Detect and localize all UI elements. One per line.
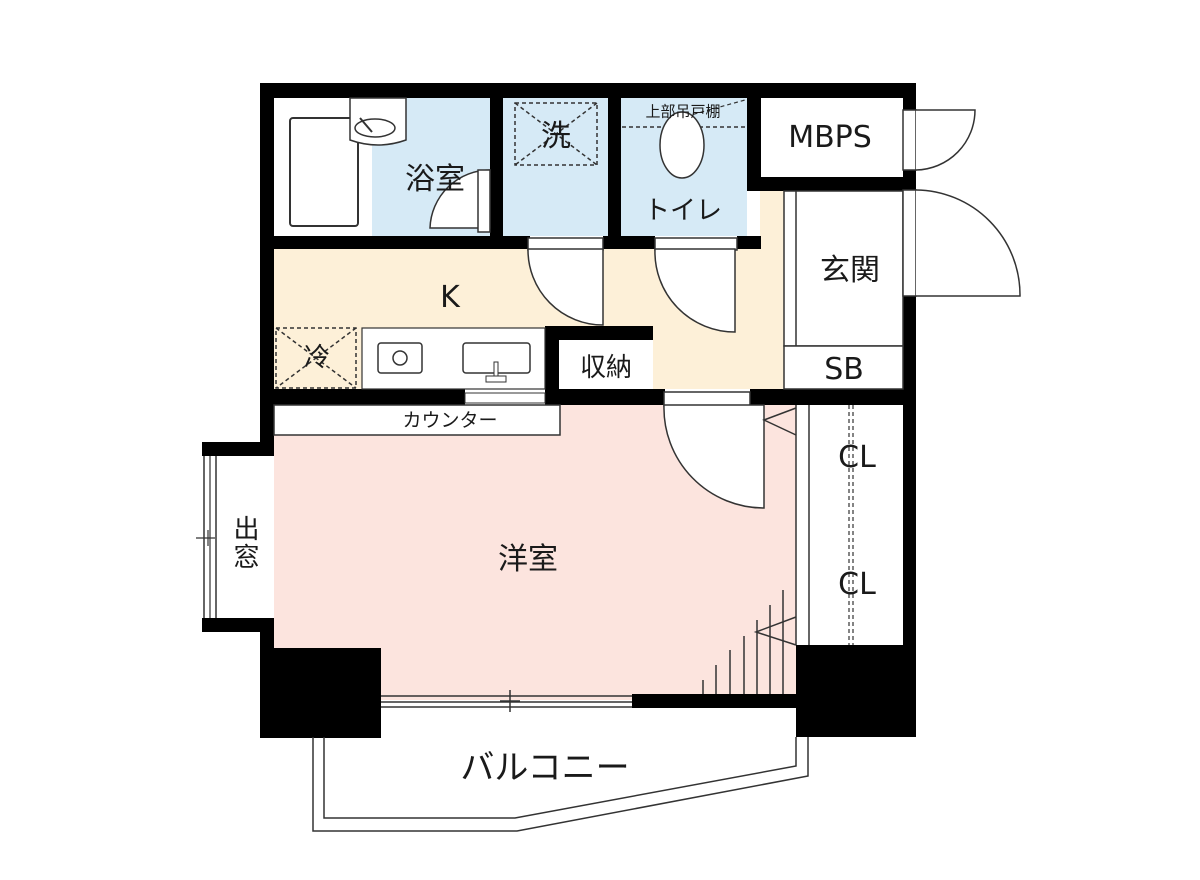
counter-bar [273, 404, 561, 436]
basin-icon [349, 97, 407, 146]
label-counter: カウンター [402, 409, 498, 432]
hatching-lines [702, 590, 784, 694]
room-label-washer: 洗 [541, 119, 571, 154]
fridge-space-icon [275, 327, 357, 389]
stove-icon [377, 342, 423, 374]
room-label-kitchen: K [440, 280, 460, 315]
washer-door-icon [527, 237, 604, 326]
room-label-closet-2: CL [838, 567, 876, 602]
washer-space-icon [514, 102, 598, 166]
closet-area [809, 405, 903, 645]
balcony-window-icon [381, 690, 632, 712]
toilet-door-icon [654, 237, 738, 333]
bay-window-area [216, 456, 274, 618]
walls [202, 83, 916, 738]
shoe-box-area [783, 345, 904, 390]
balcony-outline [312, 737, 809, 832]
room-label-western-room: 洋室 [498, 542, 558, 577]
washer-area [503, 98, 608, 236]
bathtub-icon [289, 117, 359, 227]
room-label-shoe-box: SB [824, 352, 864, 387]
room-label-fridge: 冷 [303, 343, 331, 373]
room-label-storage: 収納 [579, 353, 633, 383]
mbps-door-icon [902, 109, 976, 171]
room-label-upper-shelf: 上部吊戸棚 [645, 102, 721, 121]
room-label-mbps: MBPS [788, 120, 872, 155]
room-label-balcony: バルコニー [460, 748, 630, 788]
storage-area [559, 340, 653, 389]
entrance-door-icon [902, 189, 1021, 297]
entrance-area [783, 190, 904, 347]
western-room-door-icon [663, 391, 765, 509]
room-label-bay-window: 出窓 [229, 515, 259, 571]
room-label-toilet: トイレ [643, 196, 723, 226]
room-label-bathroom: 浴室 [405, 162, 465, 197]
toilet-bowl-icon [659, 111, 705, 179]
room-label-entrance: 玄関 [820, 253, 880, 288]
mbps-area [761, 98, 903, 177]
room-label-closet-1: CL [838, 440, 876, 475]
bathroom-door-icon [429, 169, 491, 233]
